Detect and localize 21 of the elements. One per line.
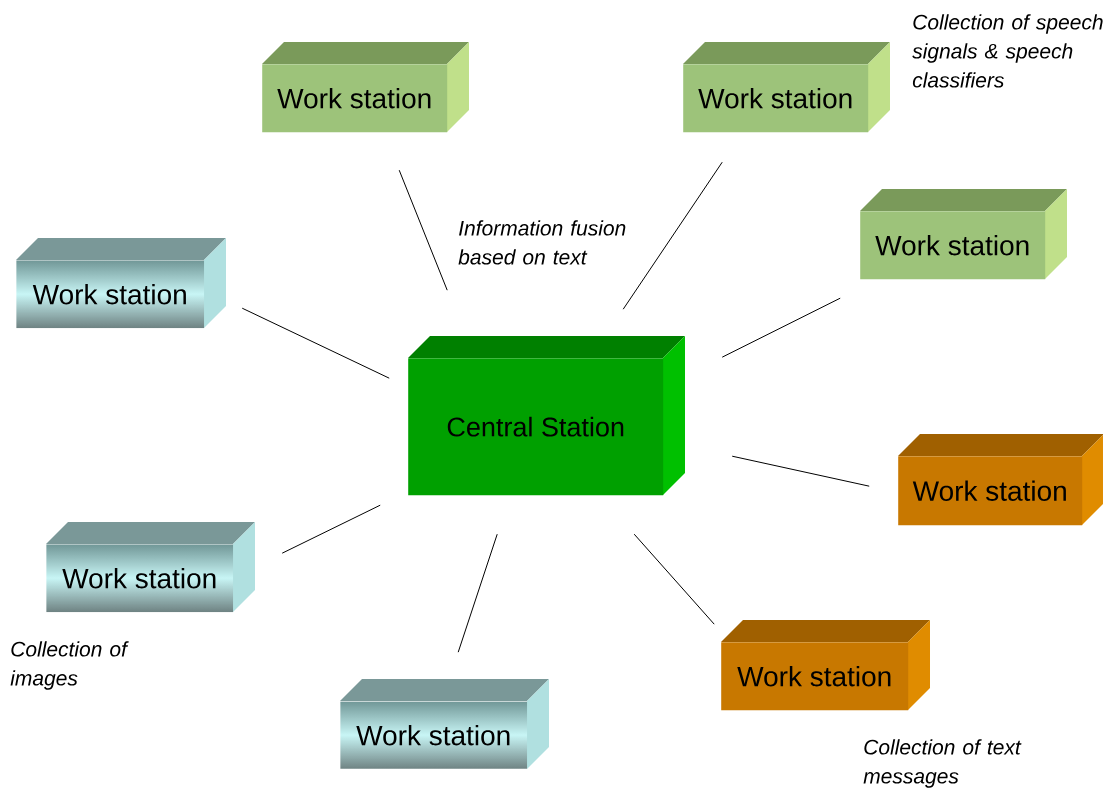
connector-line [457, 533, 498, 653]
work-station-block: Work station [683, 42, 890, 133]
work-station-block: Work station [860, 189, 1067, 280]
central-station-block: Central Station [408, 336, 685, 496]
work-station-block: Work station [898, 434, 1103, 526]
connector-line [241, 307, 390, 379]
work-station-block: Work station [262, 42, 469, 133]
connector-line [721, 297, 841, 358]
annotation-text: Information fusion based on text [458, 220, 626, 265]
caption-text: Collection of images [10, 641, 129, 690]
connector-line [281, 504, 381, 554]
connector-line [622, 161, 723, 310]
caption-text: Collection of text messages [863, 739, 1022, 788]
work-station-block: Work station [340, 679, 549, 769]
work-station-block: Work station [721, 620, 930, 711]
connector-line [731, 455, 870, 487]
work-station-block: Work station [46, 522, 255, 613]
caption-text: Collection of speech signals & speech classifiers [912, 14, 1103, 88]
connector-line [398, 169, 448, 291]
connector-line [633, 533, 715, 625]
work-station-block: Work station [16, 238, 226, 329]
